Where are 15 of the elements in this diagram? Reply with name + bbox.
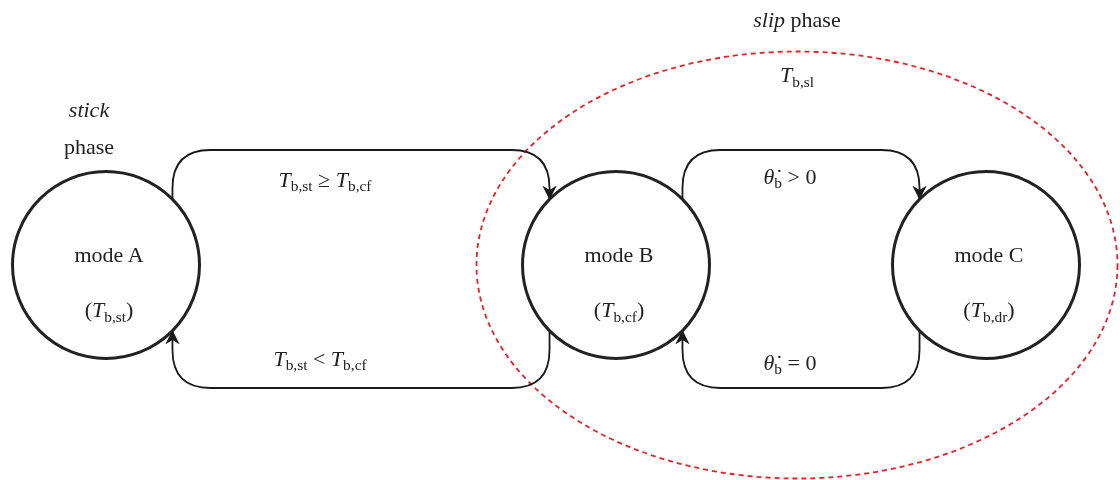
mode-label: mode C [954, 242, 1024, 268]
arrow [681, 149, 927, 200]
mode-label: mode A [74, 242, 144, 268]
mode-variable: (T$_{b,cf}$) [593, 297, 645, 327]
arrow [171, 149, 557, 200]
arrow [675, 330, 921, 389]
mode-variable: (T$_{b,dr}$) [963, 297, 1015, 327]
mode-circle [521, 170, 711, 360]
arrow [165, 330, 551, 389]
phase-heading: slip phase [753, 7, 841, 33]
phase-variable: T$_{b,sl}$ [779, 62, 815, 92]
mode-variable: (T$_{b,st}$) [84, 297, 134, 327]
mode-circle [891, 170, 1081, 360]
phase-caption: stick phase [62, 96, 116, 161]
mode-label: mode B [584, 242, 654, 268]
